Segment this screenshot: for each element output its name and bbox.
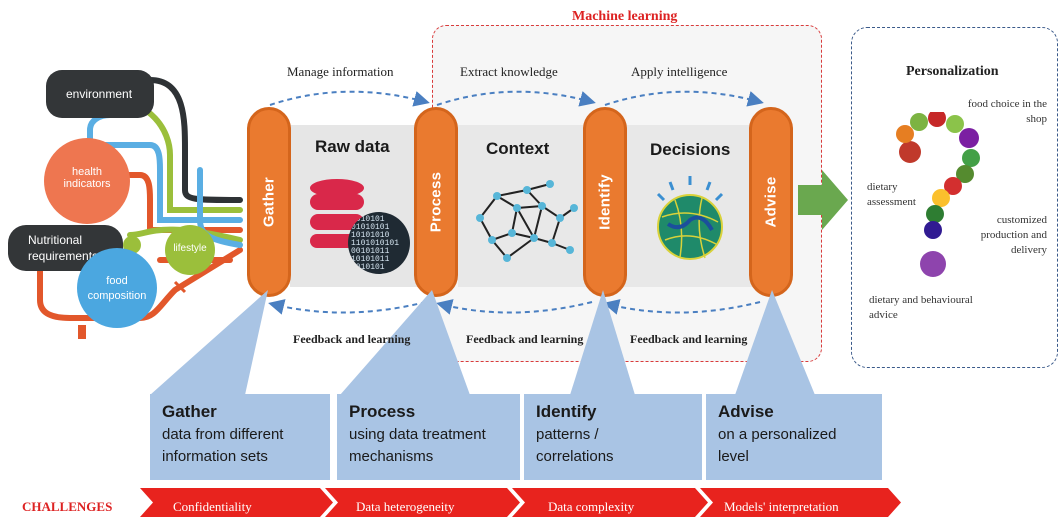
challenges-chevrons: [140, 488, 901, 517]
process-pill: Process: [414, 107, 458, 297]
feedback-label-1: Feedback and learning: [293, 332, 411, 346]
network-graph-icon: [476, 180, 578, 262]
identify-description-box: Identify patterns / correlations: [524, 394, 702, 480]
customized-production-text: customized production and delivery: [980, 214, 1047, 256]
challenge-confidentiality: Confidentiality: [173, 499, 252, 514]
extract-knowledge-label: Extract knowledge: [460, 64, 558, 79]
identify-pill: Identify: [583, 107, 627, 297]
gather-pill: Gather: [247, 107, 291, 297]
process-description-title: Process: [349, 402, 416, 421]
identify-description-text: patterns / correlations: [536, 426, 614, 465]
process-description-text: using data treatment mechanisms: [349, 426, 486, 465]
apply-intelligence-label: Apply intelligence: [631, 64, 728, 79]
advise-description-text: on a personalized level: [718, 426, 837, 465]
challenge-models-interpretation: Models' interpretation: [724, 499, 839, 514]
health-indicators-circle: health indicators: [44, 138, 130, 224]
advise-pill: Advise: [749, 107, 793, 297]
decisions-title: Decisions: [650, 140, 731, 159]
database-icon: [310, 179, 364, 248]
environment-pill: environment: [46, 70, 154, 118]
personalization-panel: [851, 27, 1058, 368]
context-title: Context: [486, 139, 550, 158]
advise-description-title: Advise: [718, 402, 774, 421]
machine-learning-label: Machine learning: [572, 9, 678, 24]
fruit-question-mark-icon: [896, 112, 980, 277]
context-box: [458, 125, 588, 287]
dietary-assessment-text: dietary assessment: [867, 181, 916, 208]
lifestyle-circle: lifestyle: [165, 225, 215, 275]
advise-description-box: Advise on a personalized level: [706, 394, 882, 480]
identify-description-title: Identify: [536, 402, 597, 421]
gather-description-box: Gather data from different information s…: [150, 394, 330, 480]
smart-globe-icon: [656, 176, 724, 260]
challenge-data-complexity: Data complexity: [548, 499, 635, 514]
feedback-label-2: Feedback and learning: [466, 332, 584, 346]
personalization-title: Personalization: [906, 64, 999, 79]
food-choice-text: food choice in the shop: [967, 98, 1047, 125]
gather-description-title: Gather: [162, 402, 217, 421]
feedback-label-3: Feedback and learning: [630, 332, 748, 346]
dietary-advice-text: dietary and behavioural advice: [869, 294, 973, 321]
binary-globe-icon: 1010101 01010101 10101010 1101010101 001…: [348, 212, 410, 274]
challenges-label: CHALLENGES: [22, 499, 113, 514]
challenge-data-heterogeneity: Data heterogeneity: [356, 499, 455, 514]
process-description-box: Process using data treatment mechanisms: [337, 394, 520, 480]
manage-information-label: Manage information: [287, 64, 394, 79]
raw-data-title: Raw data: [315, 137, 390, 156]
food-composition-circle: food composition: [77, 248, 157, 328]
gather-description-text: data from different information sets: [162, 426, 284, 465]
